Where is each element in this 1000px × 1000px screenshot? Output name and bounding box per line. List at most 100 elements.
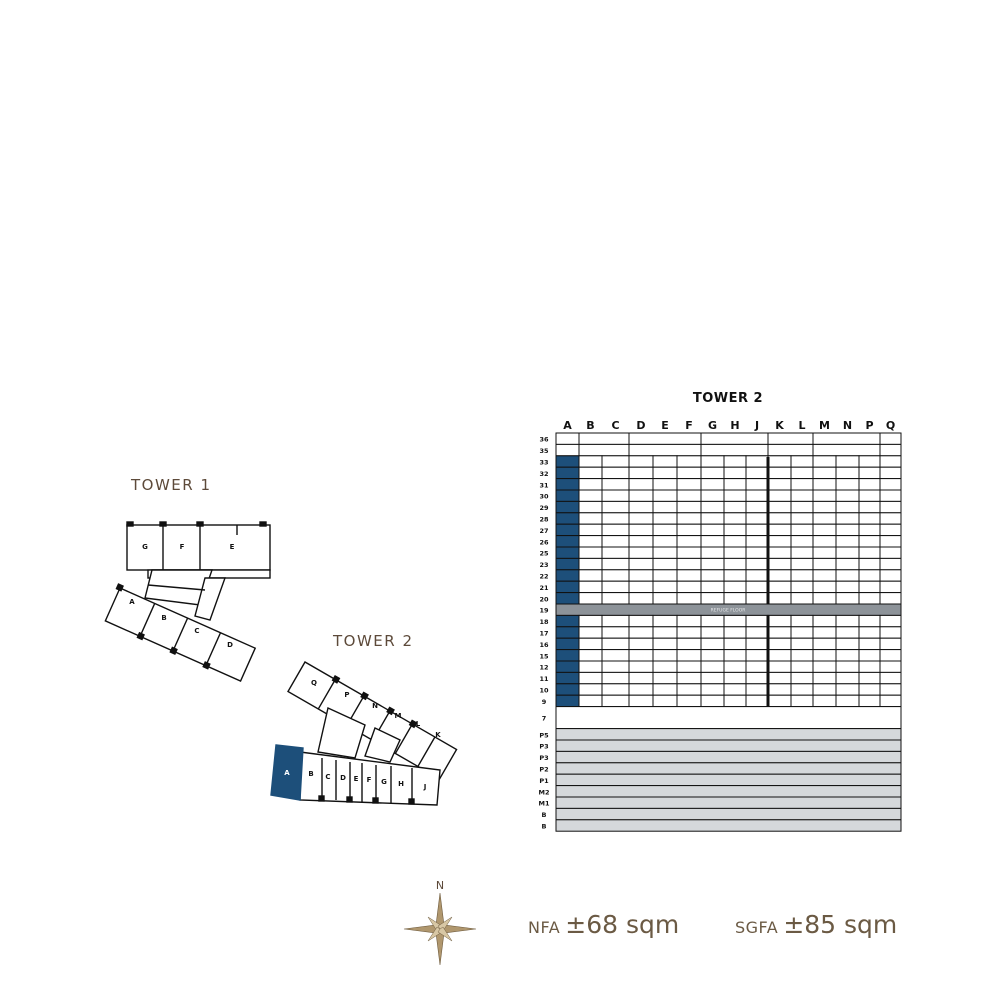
grid-row (555, 694, 902, 708)
grid-cell (628, 466, 654, 480)
grid-cell-highlighted (555, 466, 580, 480)
grid-row-label: 32 (539, 470, 548, 478)
t2-unit-label: N (372, 702, 378, 710)
grid-cell (812, 614, 837, 628)
grid-cell-highlighted (555, 546, 580, 559)
grid-cell (879, 466, 902, 480)
grid-cell (700, 489, 725, 502)
parking-row (555, 728, 902, 741)
grid-cell (835, 546, 860, 559)
grid-cell (601, 523, 630, 537)
grid-row (555, 546, 902, 559)
grid-row-label: P1 (539, 777, 549, 785)
grid-cell-highlighted (555, 523, 580, 537)
grid-cell (879, 671, 902, 685)
grid-cell (676, 614, 702, 628)
grid-cell (601, 649, 630, 662)
grid-cell (835, 580, 860, 594)
grid-cell (835, 569, 860, 582)
tower1-core (194, 577, 226, 621)
grid-cell (652, 580, 678, 594)
tower1-top-wing (126, 524, 271, 571)
t2-unit-label: L (416, 720, 421, 728)
grid-cell (767, 569, 792, 582)
sgfa-value: ±85 sqm (783, 910, 898, 939)
grid-row-label: B (542, 811, 547, 819)
grid-row-label: 25 (539, 550, 549, 558)
grid-cell (812, 489, 837, 502)
grid-column-header: N (843, 419, 852, 432)
grid-cell (700, 592, 725, 605)
grid-cell (700, 569, 725, 582)
grid-column-header: A (563, 419, 572, 432)
grid-cell (578, 614, 603, 628)
grid-cell (578, 489, 603, 502)
grid-row (555, 455, 902, 468)
t2-unit-label: A (284, 769, 290, 777)
grid-cell (723, 489, 747, 502)
t1-unit-label: D (227, 641, 233, 649)
grid-cell (858, 489, 881, 502)
grid-cell-highlighted (555, 580, 580, 594)
tower2-core-right (364, 727, 401, 763)
grid-cell (723, 694, 747, 708)
grid-cell (700, 466, 725, 480)
grid-cell (767, 557, 792, 571)
grid-cell (676, 466, 702, 480)
grid-column-header: M (819, 419, 830, 432)
grid-cell (578, 535, 603, 548)
grid-cell-highlighted (555, 649, 580, 662)
grid-cell (700, 512, 725, 525)
t2-unit-label: D (340, 774, 346, 782)
grid-column-header: P (865, 419, 873, 432)
grid-cell (700, 626, 725, 639)
grid-cell (578, 500, 603, 514)
grid-cell (601, 660, 630, 673)
grid-cell (835, 455, 860, 468)
grid-cell (652, 523, 678, 537)
nfa-label: NFA (528, 918, 561, 937)
grid-cell (628, 478, 654, 491)
grid-cell (652, 649, 678, 662)
grid-cell (676, 569, 702, 582)
grid-cell (812, 557, 837, 571)
grid-cell (723, 626, 747, 639)
grid-cell (790, 569, 814, 582)
grid-cell (812, 523, 837, 537)
t2-unit-label: E (354, 775, 359, 783)
grid-row (555, 432, 902, 445)
grid-cell (767, 592, 792, 605)
grid-row (555, 500, 902, 514)
grid-cell (578, 660, 603, 673)
grid-cell (723, 671, 747, 685)
t1-unit-label: A (129, 598, 135, 606)
grid-cell (767, 546, 792, 559)
grid-cell (652, 455, 678, 468)
t2-unit-label: H (398, 780, 404, 788)
grid-cell (700, 523, 725, 537)
grid-cell-highlighted (555, 489, 580, 502)
nfa-area: NFA ±68 sqm (528, 910, 679, 939)
parking-row (555, 750, 902, 764)
grid-column-header: B (586, 419, 594, 432)
grid-column-header: H (730, 419, 739, 432)
grid-cell (628, 500, 654, 514)
grid-cell (879, 592, 902, 605)
grid-cell (812, 694, 837, 708)
grid-cell (812, 500, 837, 514)
grid-cell (745, 649, 769, 662)
grid-cell (578, 512, 603, 525)
grid-cell (767, 626, 792, 639)
grid-cell (652, 500, 678, 514)
grid-column-header: L (798, 419, 805, 432)
grid-row (555, 671, 902, 685)
grid-cell (723, 500, 747, 514)
grid-cell (858, 557, 881, 571)
grid-row (555, 478, 902, 491)
grid-cell (812, 569, 837, 582)
grid-cell (601, 512, 630, 525)
grid-cell (676, 660, 702, 673)
grid-cell (767, 649, 792, 662)
grid-cell (652, 637, 678, 651)
grid-cell (879, 500, 902, 514)
